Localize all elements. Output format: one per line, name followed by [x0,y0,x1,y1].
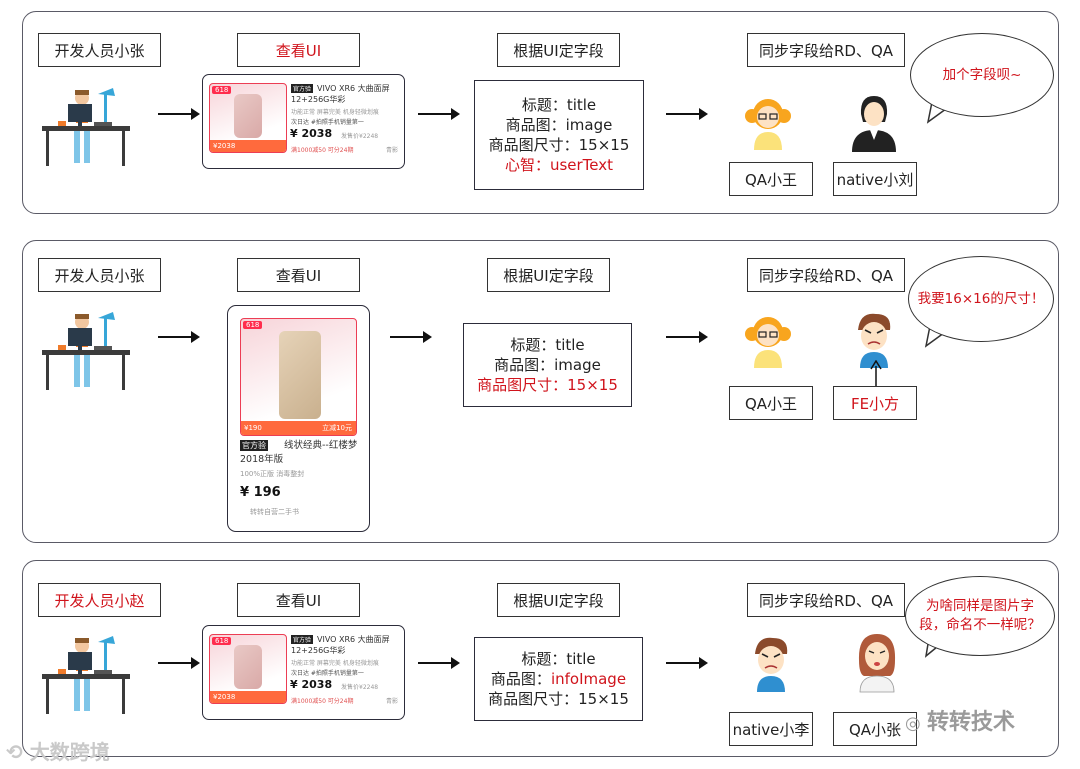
field-title: 标题：title [510,335,584,355]
field-user-text: 心智：userText [505,155,613,175]
seller-name: 青影 [386,696,398,705]
shipping-note: 次日达 #拍照手机销量第一 [291,668,364,677]
product-title: VIVO XR6 大曲面屏 12+256G华彩 [291,83,401,105]
product-title: 线状经典--红楼梦 2018年版 [240,439,360,467]
product-card-preview: 618 ¥2038 官方验 VIVO XR6 大曲面屏 12+256G华彩 功能… [202,74,405,169]
sync-fields-label: 同步字段给RD、QA [747,33,905,67]
price-bar-left: ¥190 [244,424,262,432]
flow-arrow [158,662,198,664]
developer-label: 开发人员小张 [38,33,161,67]
view-ui-label: 查看UI [237,258,360,292]
view-ui-label: 查看UI [237,583,360,617]
qa-name-label: QA小王 [729,162,813,196]
qa-name-label: QA小王 [729,386,813,420]
field-image-size: 商品图尺寸：15×15 [488,689,629,709]
product-price: ¥ 2038 [290,127,332,140]
shipping-note: 次日达 #拍照手机销量第一 [291,117,364,126]
field-definition-box: 标题：title 商品图：infoImage 商品图尺寸：15×15 [474,637,643,721]
wechat-icon: ◎ [905,713,927,734]
original-price: 发售价¥2248 [341,682,378,691]
developer-label: 开发人员小张 [38,258,161,292]
field-image: 商品图：infoImage [491,669,626,689]
field-image: 商品图：image [494,355,601,375]
field-definition-box: 标题：title 商品图：image 商品图尺寸：15×15 [463,323,632,407]
field-image-size: 商品图尺寸：15×15 [489,135,630,155]
qa-woman-avatar [850,630,904,694]
field-image: 商品图：image [506,115,613,135]
watermark-right: ◎ 转转技术 [905,704,1015,736]
field-title: 标题：title [521,649,595,669]
original-price: 发售价¥2248 [341,131,378,140]
flow-arrow [158,336,198,338]
coupon-info: 满1000减50 可分24期 [291,145,353,154]
price-bar: ¥2038 [210,691,286,703]
watermark-logo-icon: ⟲ [6,740,30,764]
product-price: ¥ 2038 [290,678,332,691]
field-title: 标题：title [522,95,596,115]
developer-at-desk-illustration [38,312,134,392]
qa-girl-avatar [742,92,794,152]
flow-arrow [666,662,706,664]
field-image-name: infoImage [551,670,626,688]
flow-arrow [666,113,706,115]
seller-name: 转转自营二手书 [250,507,299,517]
price-bar: ¥190 立减10元 [241,421,356,435]
define-fields-label: 根据UI定字段 [487,258,610,292]
fe-name-label: FE小方 [833,386,917,420]
product-price: ¥ 196 [240,485,281,500]
developer-at-desk-illustration [38,636,134,716]
bubble-line-2: 段，命名不一样呢？ [919,616,1041,635]
flow-arrow [390,336,430,338]
watermark-left-text: 大数跨境 [30,740,110,764]
developer-at-desk-illustration [38,88,134,168]
define-fields-label: 根据UI定字段 [497,33,620,67]
condition-tags: 功能正常 屏幕完美 机身轻微划痕 [291,107,379,116]
seller-name: 青影 [386,145,398,154]
native-dev-avatar [846,92,902,154]
field-image-size: 商品图尺寸：15×15 [477,375,618,395]
product-image: 618 ¥2038 [209,634,287,704]
flow-arrow [158,113,198,115]
native-name-label: native小李 [729,712,813,746]
price-bar: ¥2038 [210,140,286,152]
product-image: 618 ¥2038 [209,83,287,153]
product-card-preview: 618 ¥2038 官方验 VIVO XR6 大曲面屏 12+256G华彩 功能… [202,625,405,720]
promo-tag: 618 [212,86,231,94]
promo-tag: 618 [212,637,231,645]
watermark-right-text: 转转技术 [927,710,1015,735]
speech-bubble: 加个字段呗~ [910,33,1054,117]
native-name-label: native小刘 [833,162,917,196]
flow-arrow [666,336,706,338]
bubble-line-1: 为啥同样是图片字 [926,597,1034,616]
product-image: 618 ¥190 立减10元 [240,318,357,436]
flow-arrow [418,113,458,115]
condition-tags: 100%正版 消毒整封 [240,469,304,479]
condition-tags: 功能正常 屏幕完美 机身轻微划痕 [291,658,379,667]
angry-native-avatar [745,634,797,694]
developer-label: 开发人员小赵 [38,583,161,617]
define-fields-label: 根据UI定字段 [497,583,620,617]
view-ui-label: 查看UI [237,33,360,67]
watermark-left: ⟲ 大数跨境 [6,736,110,765]
sync-fields-label: 同步字段给RD、QA [747,258,905,292]
product-card-preview: 618 ¥190 立减10元 官方验 线状经典--红楼梦 2018年版 100%… [227,305,370,532]
speech-bubble: 为啥同样是图片字 段，命名不一样呢？ [905,576,1055,656]
coupon-info: 满1000减50 可分24期 [291,696,353,705]
speech-bubble: 我要16×16的尺寸！ [908,256,1054,342]
flow-arrow [418,662,458,664]
sync-fields-label: 同步字段给RD、QA [747,583,905,617]
field-definition-box: 标题：title 商品图：image 商品图尺寸：15×15 心智：userTe… [474,80,644,190]
product-title: VIVO XR6 大曲面屏 12+256G华彩 [291,634,401,656]
promo-tag: 618 [243,321,262,329]
qa-girl-avatar [742,310,794,370]
price-bar-right: 立减10元 [322,421,352,435]
